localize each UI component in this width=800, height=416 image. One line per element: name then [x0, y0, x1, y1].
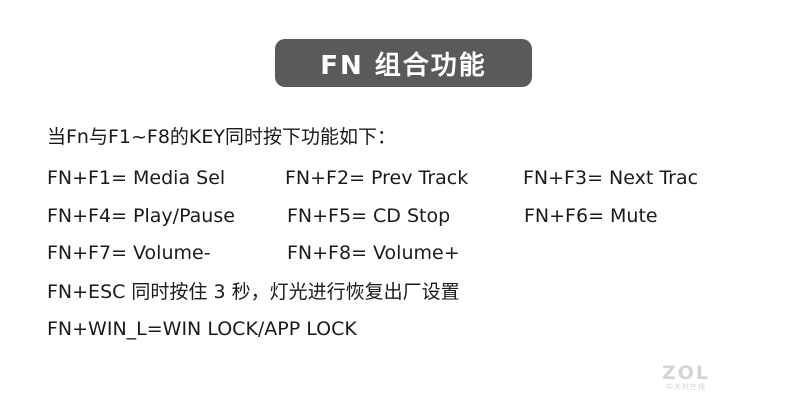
shortcut-fn-f8: FN+F8= Volume+ [287, 242, 460, 264]
shortcut-fn-f4: FN+F4= Play/Pause [47, 205, 235, 227]
watermark-sub-text: 中关村在线 [666, 383, 706, 391]
section-title-text: FN 组合功能 [320, 50, 487, 81]
shortcut-fn-f6: FN+F6= Mute [524, 205, 658, 227]
shortcut-fn-esc: FN+ESC 同时按住 3 秒，灯光进行恢复出厂设置 [47, 281, 460, 303]
shortcut-fn-win: FN+WIN_L=WIN LOCK/APP LOCK [47, 318, 357, 340]
watermark-logo-text: ZOL [661, 362, 711, 384]
shortcut-fn-f7: FN+F7= Volume- [47, 242, 211, 264]
shortcut-fn-f2: FN+F2= Prev Track [285, 167, 469, 189]
section-title: FN 组合功能 [275, 39, 532, 87]
zol-watermark-logo: ZOL 中关村在线 [656, 363, 716, 395]
intro-text: 当Fn与F1~F8的KEY同时按下功能如下： [47, 126, 396, 148]
shortcut-fn-f3: FN+F3= Next Trac [523, 167, 699, 189]
shortcut-fn-f1: FN+F1= Media Sel [47, 167, 226, 189]
shortcut-fn-f5: FN+F5= CD Stop [287, 205, 451, 227]
